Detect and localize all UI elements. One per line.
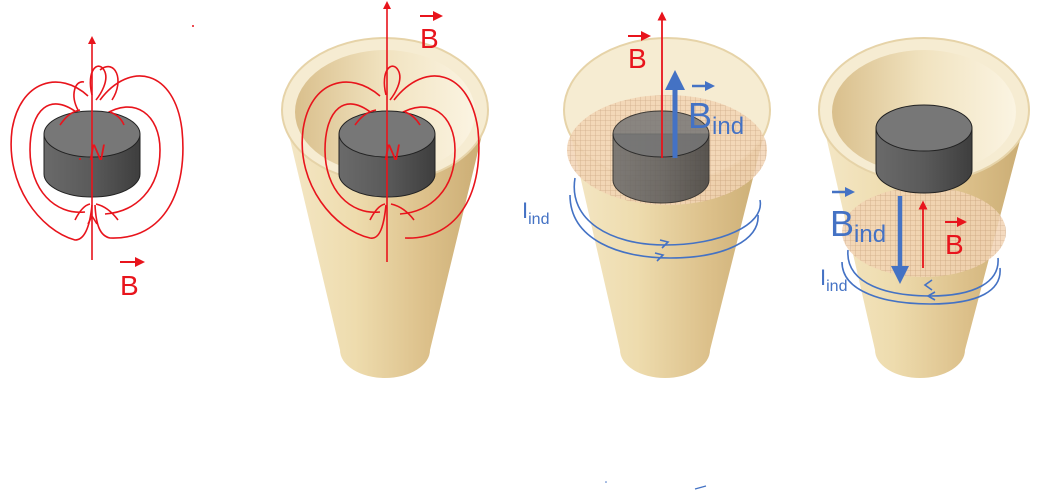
- magnet: [875, 104, 973, 194]
- field-lines-front: [354, 1, 421, 262]
- north-pole-label: N: [384, 140, 400, 165]
- field-lines: [301, 65, 480, 239]
- north-pole-label: N: [89, 140, 105, 165]
- field-lines-front: [59, 36, 125, 260]
- field-lines: [10, 65, 184, 241]
- stray-mark: [192, 25, 194, 27]
- field-label-B: B: [420, 23, 439, 54]
- induced-current-label: Iind: [820, 265, 847, 295]
- tube: [563, 37, 771, 378]
- magnet: [612, 110, 710, 204]
- induced-field-label: Bind: [830, 203, 886, 248]
- loop-surface: [842, 187, 1006, 277]
- field-label-B: B: [945, 229, 964, 260]
- panel-2-magnet-entering-tube: N B: [281, 1, 489, 378]
- induced-current-label: Iind: [522, 198, 549, 228]
- field-label-B: B: [120, 270, 139, 301]
- stray-mark: [694, 485, 707, 490]
- panel-4-induced-current-receding: Bind B Iind: [818, 37, 1030, 378]
- induced-current-loops: [569, 177, 762, 262]
- panel-1-free-magnet: N B: [10, 36, 184, 301]
- field-label-B: B: [628, 43, 647, 74]
- stray-mark: [605, 481, 607, 483]
- induced-current-loops: [841, 249, 1001, 305]
- induced-field-label: Bind: [688, 95, 744, 140]
- panel-3-induced-current-approach: B Bind Iind: [522, 11, 771, 378]
